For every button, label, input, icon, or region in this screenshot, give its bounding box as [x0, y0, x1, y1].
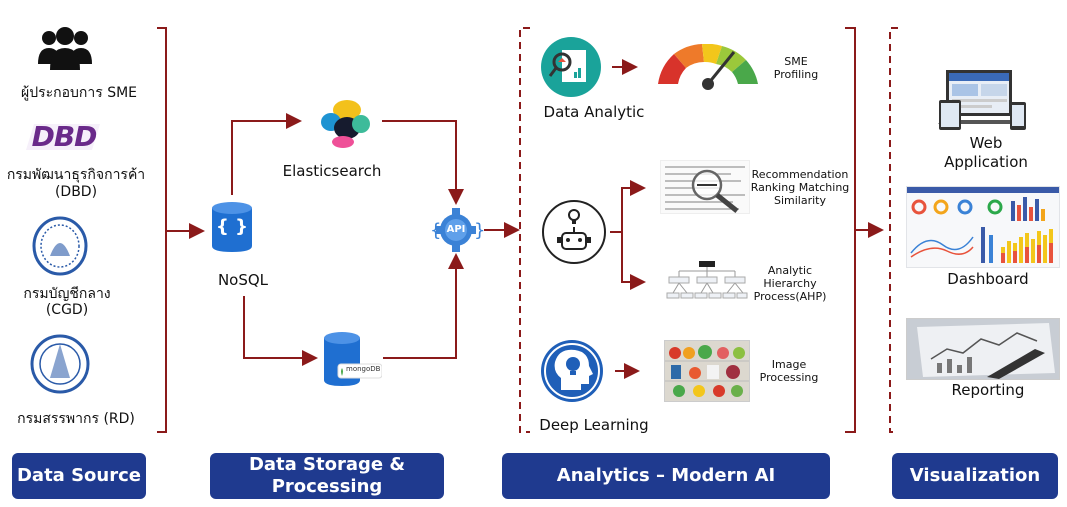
image-processing-line1: Image [771, 358, 807, 371]
stage-data-storage-line2: Processing [271, 476, 383, 497]
svg-text:{: { [430, 220, 441, 241]
recommendation-line2: Ranking Matching [750, 181, 850, 194]
text-magnifier-thumbnail [660, 160, 750, 214]
nosql-database-icon: { } [210, 200, 254, 254]
source-dbd-abbr: (DBD) [54, 184, 98, 200]
ahp-line2: Hierarchy [763, 277, 817, 290]
stage-data-source-label: Data Source [16, 465, 141, 486]
source-cgd-abbr: (CGD) [45, 302, 89, 318]
source-rd-label: กรมสรรพากร (RD) [17, 411, 135, 427]
web-application-line2: Application [944, 153, 1028, 171]
stage-data-source: Data Source [12, 453, 146, 499]
web-devices-icon [936, 68, 1028, 132]
dbd-logo-text: DBD [31, 120, 98, 153]
ahp-line3: Process(AHP) [753, 290, 827, 303]
image-processing-line2: Processing [759, 371, 819, 384]
stage-analytics-label: Analytics – Modern AI [556, 465, 776, 486]
recommendation-line3: Similarity [773, 194, 826, 207]
data-analytic-label: Data Analytic [543, 103, 645, 121]
mongodb-label: mongoDB [346, 365, 381, 373]
fridge-food-thumbnail [664, 340, 750, 402]
ahp-tree-thumbnail [664, 258, 750, 304]
ai-robot-icon [541, 199, 607, 265]
elasticsearch-logo-icon [317, 98, 373, 148]
ahp-line1: Analytic [767, 264, 813, 277]
nosql-braces-glyph: { } [216, 216, 248, 237]
source-cgd-label: กรมบัญชีกลาง [23, 286, 111, 302]
deep-learning-head-icon [539, 338, 605, 404]
recommendation-line1: Recommendation [751, 168, 849, 181]
people-group-icon [36, 24, 94, 72]
web-application-line1: Web [969, 134, 1003, 152]
stage-visualization-label: Visualization [909, 465, 1041, 486]
sme-gauge-icon [652, 43, 764, 102]
stage-data-storage-line1: Data Storage & [248, 454, 406, 475]
reporting-label: Reporting [951, 381, 1025, 399]
dashboard-thumbnail [906, 186, 1060, 268]
source-sme-label: ผู้ประกอบการ SME [20, 85, 138, 101]
source-dbd-label: กรมพัฒนาธุรกิจการค้า [6, 167, 146, 183]
svg-text:}: } [474, 220, 484, 241]
mongodb-database-icon: mongoDB [322, 330, 383, 388]
stage-data-storage: Data Storage & Processing [210, 453, 444, 499]
stage-visualization: Visualization [892, 453, 1058, 499]
elasticsearch-label: Elasticsearch [282, 162, 382, 180]
dashboard-label: Dashboard [947, 270, 1029, 288]
api-label: API [446, 224, 466, 235]
deep-learning-label: Deep Learning [539, 416, 649, 434]
cgd-seal-icon [32, 216, 88, 276]
sme-profiling-line1: SME [784, 55, 808, 68]
reporting-thumbnail [906, 318, 1060, 380]
nosql-label: NoSQL [217, 271, 269, 289]
rd-seal-icon [30, 330, 90, 398]
dbd-logo: DBD [26, 120, 102, 154]
api-gear-icon: { } API [428, 205, 485, 255]
data-analytic-icon [540, 36, 602, 98]
sme-profiling-line2: Profiling [773, 68, 819, 81]
stage-analytics: Analytics – Modern AI [502, 453, 830, 499]
